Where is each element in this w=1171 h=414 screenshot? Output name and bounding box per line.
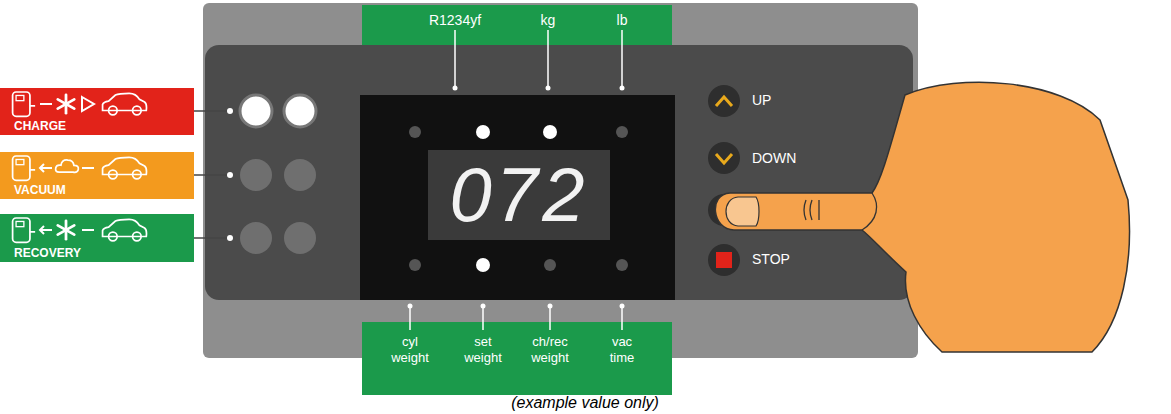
caption: (example value only) (335, 393, 835, 412)
panel-label: ch/rec weight (527, 334, 573, 366)
digit-readout: 072 (428, 150, 610, 240)
label-bar: cyl weight set weight ch/rec weight vac tim… (362, 322, 672, 395)
button-label: DOWN (752, 150, 822, 167)
panel-label: VACUUM (14, 183, 124, 197)
panel-label: vac time (599, 334, 645, 366)
label-bar: R1234yf kglb (362, 5, 672, 45)
panel-label: R1234yf (415, 12, 495, 29)
panel-label: set weight (460, 334, 506, 366)
panel-label: RECOVERY (14, 246, 124, 260)
mode-box: CHARGE (0, 88, 194, 135)
button-label: STOP (752, 251, 812, 268)
panel-label: lb (582, 12, 662, 29)
panel-label: kg (508, 12, 588, 29)
panel-label: CHARGE (14, 119, 124, 133)
panel-label: 072 (428, 152, 610, 238)
mode-box: RECOVERY (0, 214, 194, 262)
panel-label: cyl weight (387, 334, 433, 366)
mode-box: VACUUM (0, 152, 194, 199)
button-label: UP (752, 92, 812, 109)
